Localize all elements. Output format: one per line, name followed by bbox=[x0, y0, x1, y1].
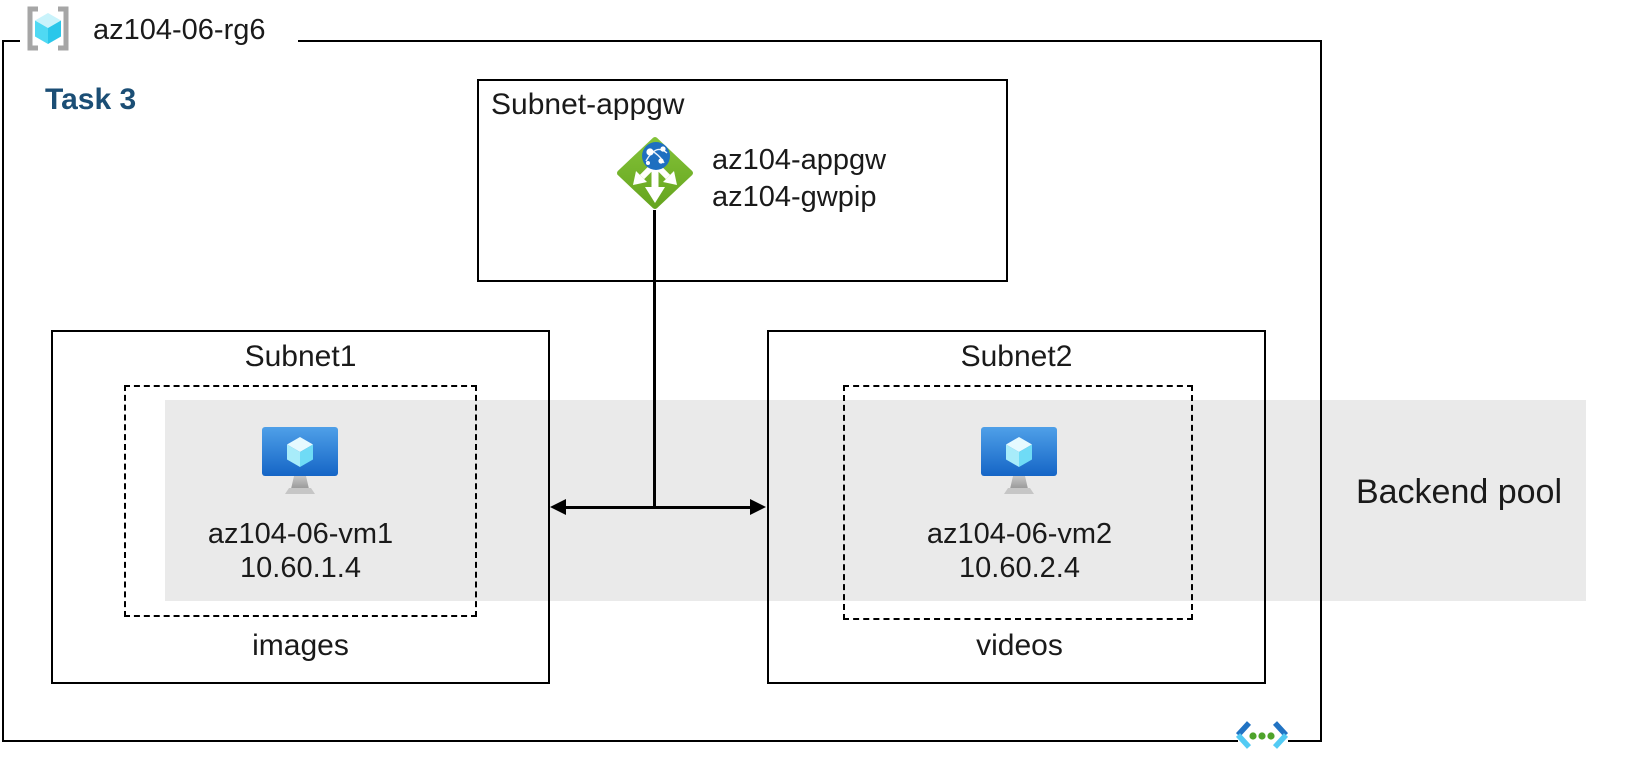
subnet-connector-line bbox=[562, 506, 752, 509]
subnet2-box bbox=[767, 330, 1266, 684]
vm2-name-label: az104-06-vm2 bbox=[926, 518, 1113, 550]
gateway-connector-line bbox=[653, 210, 656, 508]
backend-pool-band bbox=[165, 400, 1586, 601]
subnet2-storage-label: videos bbox=[976, 629, 1063, 662]
subnet1-title: Subnet1 bbox=[244, 340, 357, 373]
subnet1-storage-label: images bbox=[252, 629, 349, 662]
appgw-subnet-box bbox=[477, 79, 1008, 282]
application-gateway-icon bbox=[615, 135, 695, 211]
backend-pool-label: Backend pool bbox=[1355, 473, 1563, 511]
subnet1-dashed-border bbox=[124, 385, 477, 617]
resource-group-box bbox=[2, 40, 1322, 742]
vm1-ip-label: 10.60.1.4 bbox=[240, 552, 361, 584]
virtual-machine-icon bbox=[261, 426, 339, 496]
subnet2-dashed-border bbox=[843, 385, 1193, 620]
appgw-name-label: az104-appgw bbox=[712, 144, 887, 176]
task-label: Task 3 bbox=[45, 83, 137, 116]
appgw-public-ip-label: az104-gwpip bbox=[712, 181, 877, 213]
subnet1-box bbox=[51, 330, 550, 684]
resource-group-border-gap bbox=[20, 36, 298, 46]
resource-group-icon bbox=[22, 5, 74, 52]
subnet2-title: Subnet2 bbox=[960, 340, 1073, 373]
virtual-network-icon bbox=[1234, 714, 1290, 756]
resource-group-label: az104-06-rg6 bbox=[93, 14, 266, 46]
arrow-right-icon bbox=[750, 499, 766, 515]
virtual-machine-icon bbox=[980, 426, 1058, 496]
vm2-ip-label: 10.60.2.4 bbox=[959, 552, 1080, 584]
vm1-name-label: az104-06-vm1 bbox=[207, 518, 394, 550]
appgw-subnet-title: Subnet-appgw bbox=[491, 88, 685, 121]
arrow-left-icon bbox=[550, 499, 566, 515]
